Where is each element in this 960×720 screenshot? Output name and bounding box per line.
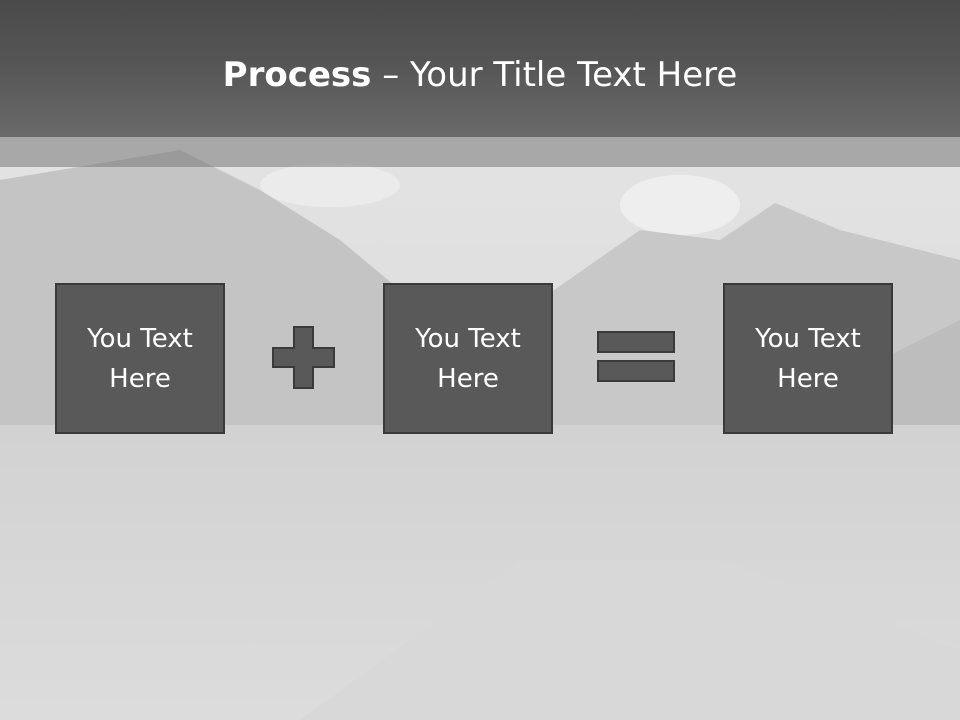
process-box-2[interactable]: You Text Here: [383, 283, 553, 434]
process-box-text: You Text Here: [70, 319, 210, 399]
title-bold-text: Process: [222, 55, 372, 95]
process-box-line-2: Here: [777, 363, 839, 394]
plus-icon: [272, 326, 335, 389]
process-box-line-1: You Text: [755, 323, 861, 354]
slide-title[interactable]: Process – Your Title Text Here: [0, 52, 960, 98]
process-box-1[interactable]: You Text Here: [55, 283, 225, 434]
process-box-line-2: Here: [437, 363, 499, 394]
process-box-line-2: Here: [109, 363, 171, 394]
title-bar-strip: [0, 137, 960, 167]
process-box-text: You Text Here: [738, 319, 878, 399]
title-text: Your Title Text Here: [410, 55, 738, 95]
process-box-line-1: You Text: [87, 323, 193, 354]
process-box-line-1: You Text: [415, 323, 521, 354]
title-bar: [0, 0, 960, 137]
process-box-3[interactable]: You Text Here: [723, 283, 893, 434]
equals-icon: [597, 331, 675, 382]
title-dash: –: [371, 55, 411, 95]
process-box-text: You Text Here: [398, 319, 538, 399]
